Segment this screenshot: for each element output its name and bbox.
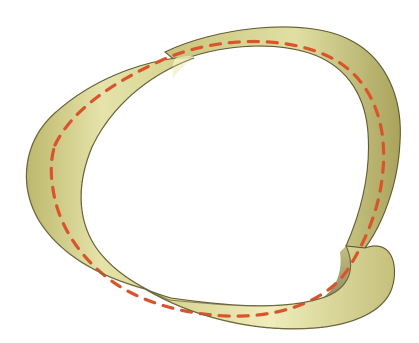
strip-back-band: [165, 27, 400, 248]
strip-front-band: [145, 246, 395, 329]
